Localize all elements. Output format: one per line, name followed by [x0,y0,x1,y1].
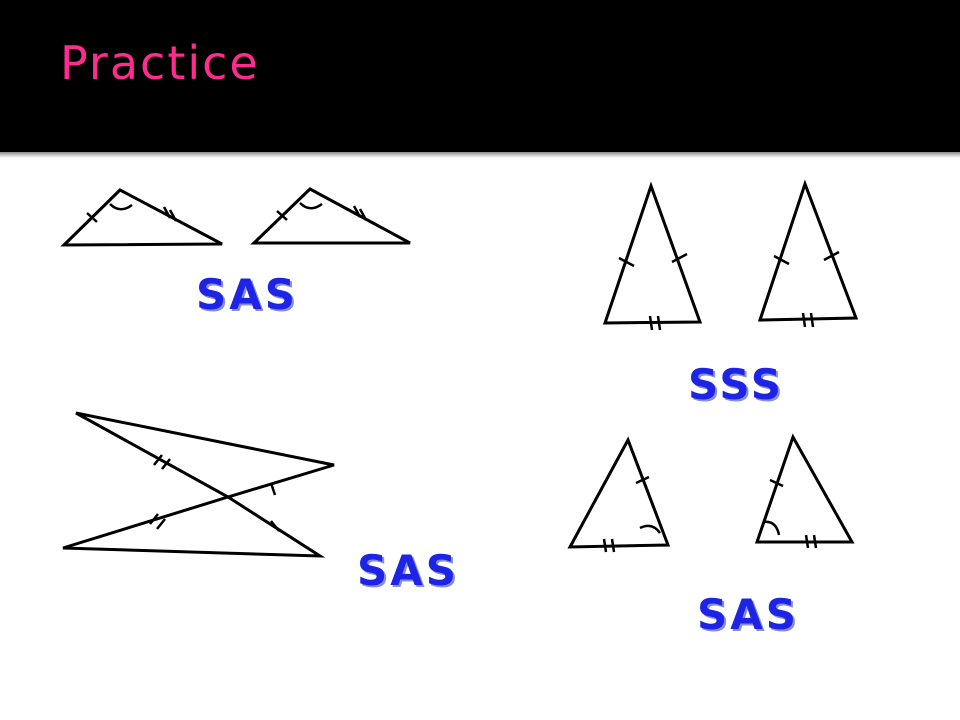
triangle-bottom-left-a [75,411,335,499]
figure-top-left [60,187,411,247]
triangle-bottom-right-b [754,433,855,544]
figure-bottom-right [567,433,855,553]
figure-bottom-left [62,411,335,558]
answer-label-bottom-right: SAS [697,590,800,639]
triangle-top-right-b [757,179,859,322]
figure-top-right [602,179,859,331]
triangle-bottom-right-a [567,436,671,549]
triangle-top-left-a [60,188,223,247]
answer-label-bottom-left: SAS [357,546,460,595]
triangle-top-left-b [250,187,411,245]
title-bar [0,0,960,152]
triangle-top-right-a [602,181,703,325]
title-divider [0,152,960,158]
slide-title: Practice [60,36,260,90]
triangle-bottom-left-b [62,495,326,558]
answer-label-top-left: SAS [196,270,299,319]
answer-label-top-right: SSS [688,360,784,409]
